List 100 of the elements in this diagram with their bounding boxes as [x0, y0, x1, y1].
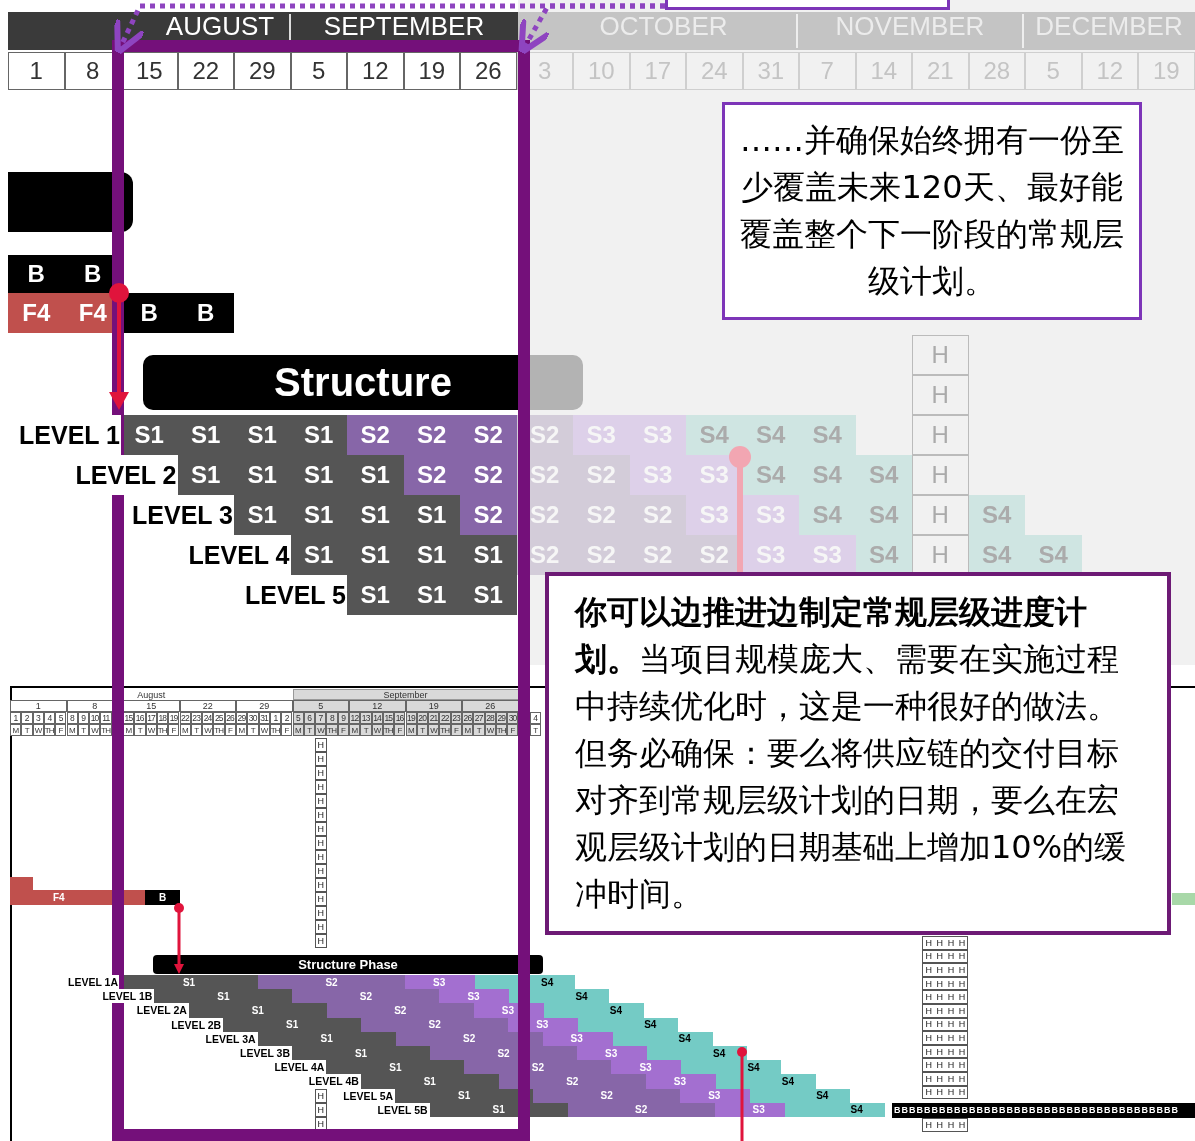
holiday-cell: HHHH — [922, 990, 968, 1004]
weekday-cell: M — [292, 724, 304, 736]
holiday-cell: HHHH — [922, 1031, 968, 1045]
holiday-cell: HHHH — [922, 1004, 968, 1018]
schedule-cell: S4 — [742, 415, 799, 455]
schedule-bar: S4 — [681, 1060, 782, 1075]
holiday-cell: H — [912, 455, 969, 495]
schedule-cell: S4 — [799, 415, 856, 455]
holiday-cell: H — [912, 375, 969, 415]
date-cell: 5 — [290, 52, 347, 90]
row-label: LEVEL 2 — [74, 455, 178, 495]
schedule-bar: S2 — [326, 1003, 474, 1018]
date-cell: 8 — [326, 712, 338, 724]
schedule-bar: S3 — [645, 1074, 716, 1089]
schedule-bar: S1 — [154, 989, 293, 1004]
holiday-cell: H — [315, 864, 327, 878]
schedule-bar: S2 — [258, 975, 405, 990]
schedule-bar: S3 — [577, 1046, 647, 1061]
week-header: 22 — [179, 700, 236, 712]
schedule-cell: S4 — [855, 455, 912, 495]
schedule-cell: S1 — [177, 415, 234, 455]
holiday-cell: H — [315, 808, 327, 822]
schedule-bar: S1 — [188, 1003, 327, 1018]
weekday-cell: W — [484, 724, 496, 736]
holiday-cell: HHHH — [922, 1072, 968, 1086]
date-cell: 12 — [347, 52, 404, 90]
week-header: 26 — [462, 700, 519, 712]
date-cell: 22 — [177, 52, 234, 90]
date-cell: 5 — [292, 712, 304, 724]
holiday-cell: H — [315, 878, 327, 892]
schedule-cell: S4 — [968, 535, 1025, 575]
weekday-cell: T — [360, 724, 372, 736]
schedule-cell: S1 — [403, 535, 460, 575]
schedule-cell: S1 — [347, 495, 404, 535]
schedule-cell: S1 — [347, 575, 404, 615]
schedule-cell: S1 — [403, 495, 460, 535]
holiday-cell: H — [315, 794, 327, 808]
schedule-cell: S1 — [460, 535, 517, 575]
schedule-cell: S1 — [290, 535, 347, 575]
holiday-cell: H — [315, 920, 327, 934]
schedule-bar: S3 — [439, 989, 510, 1004]
holiday-cell: H — [315, 752, 327, 766]
schedule-bar: B — [145, 890, 180, 905]
schedule-cell: S4 — [855, 535, 912, 575]
schedule-cell: S1 — [234, 495, 291, 535]
schedule-cell: S1 — [234, 415, 291, 455]
schedule-bar: S2 — [498, 1074, 646, 1089]
schedule-bar: S4 — [715, 1074, 816, 1089]
weekday-cell: W — [258, 724, 270, 736]
week-header: 29 — [236, 700, 293, 712]
schedule-cell: S4 — [1025, 535, 1082, 575]
weekday-cell: TH — [439, 724, 451, 736]
schedule-cell: S4 — [799, 495, 856, 535]
weekday-cell: T — [21, 724, 33, 736]
date-cell: 19 — [403, 52, 460, 90]
month-label: SEPTEMBER — [322, 12, 486, 40]
holiday-cell: H — [315, 892, 327, 906]
schedule-bar: S3 — [405, 975, 475, 990]
holiday-cell: H — [912, 495, 969, 535]
schedule-cell: S2 — [347, 415, 404, 455]
weekday-cell: M — [405, 724, 417, 736]
schedule-cell: B — [8, 255, 65, 293]
holiday-cell: H — [315, 836, 327, 850]
dotted-arrow — [518, 3, 665, 56]
schedule-bar: S4 — [543, 1003, 644, 1018]
schedule-cell: S4 — [968, 495, 1025, 535]
weekday-cell: F — [450, 724, 462, 736]
weekday-cell: F — [55, 724, 67, 736]
weekday-cell: M — [179, 724, 191, 736]
date-cell: 26 — [460, 52, 517, 90]
holiday-cell: H — [315, 850, 327, 864]
date-cell: 8 — [66, 712, 78, 724]
holiday-cell: HHHH — [922, 1118, 968, 1132]
holiday-cell: HHHH — [922, 936, 968, 950]
schedule-cell: S4 — [742, 455, 799, 495]
schedule-cell: S2 — [460, 455, 517, 495]
schedule-bar: S2 — [292, 989, 440, 1004]
weekday-cell: TH — [326, 724, 338, 736]
weekday-cell: M — [236, 724, 248, 736]
date-cell: 2 — [21, 712, 33, 724]
schedule-cell: S1 — [177, 455, 234, 495]
schedule-cell: S4 — [799, 455, 856, 495]
schedule-cell: S1 — [234, 455, 291, 495]
callout-box — [722, 102, 1142, 320]
holiday-cell: HHHH — [922, 1058, 968, 1072]
callout-box — [545, 572, 1171, 935]
weekday-cell: M — [349, 724, 361, 736]
holiday-cell: H — [315, 1089, 327, 1104]
schedule-bar: BBBBBBBBBBBBBBBBBBBBBBBBBBBBBBBBBBBBBB — [892, 1103, 1195, 1118]
holiday-cell: H — [315, 906, 327, 920]
schedule-cell: S2 — [460, 415, 517, 455]
phase-bar: Structure Phase — [153, 955, 543, 974]
holiday-cell: H — [315, 822, 327, 836]
schedule-cell: S1 — [121, 415, 178, 455]
schedule-cell: S1 — [347, 535, 404, 575]
row-label: LEVEL 1 — [18, 415, 121, 455]
schedule-cell: S1 — [460, 575, 517, 615]
row-label: LEVEL 1A — [67, 975, 119, 990]
week-header: 5 — [292, 700, 349, 712]
callout-text: ……并确保始终拥有一份至少覆盖未来120天、最好能覆盖整个下一阶段的常规层级计划。 — [739, 120, 1125, 302]
